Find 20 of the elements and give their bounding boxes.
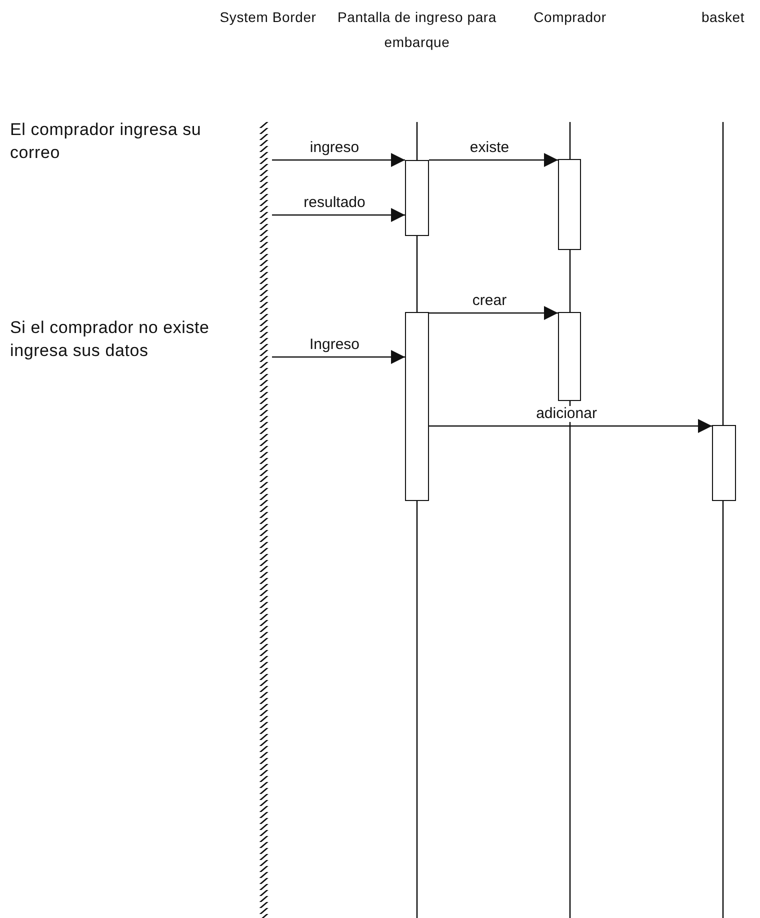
message-label: ingreso (308, 140, 360, 156)
message-arrow (272, 350, 405, 364)
note-text: El comprador ingresa su correo (10, 119, 202, 164)
message-label: Ingreso (308, 337, 361, 353)
message-label: adicionar (535, 406, 598, 422)
activation-box (405, 312, 429, 501)
activation-box (558, 159, 581, 250)
message-arrow (429, 419, 712, 433)
message-arrow (429, 306, 558, 320)
lifeline-header: Pantalla de ingreso para embarque (337, 5, 497, 80)
message-arrow (272, 153, 405, 167)
message-arrow (429, 153, 558, 167)
lifeline-header: Comprador (510, 5, 630, 30)
activation-box (558, 312, 581, 401)
note-text: Si el comprador no existe ingresa sus datos (10, 317, 210, 362)
activation-box (405, 160, 429, 236)
activation-box (712, 425, 736, 501)
lifeline-header: basket (673, 5, 760, 30)
message-arrow (272, 208, 405, 222)
lifeline-header: System Border (198, 5, 338, 30)
